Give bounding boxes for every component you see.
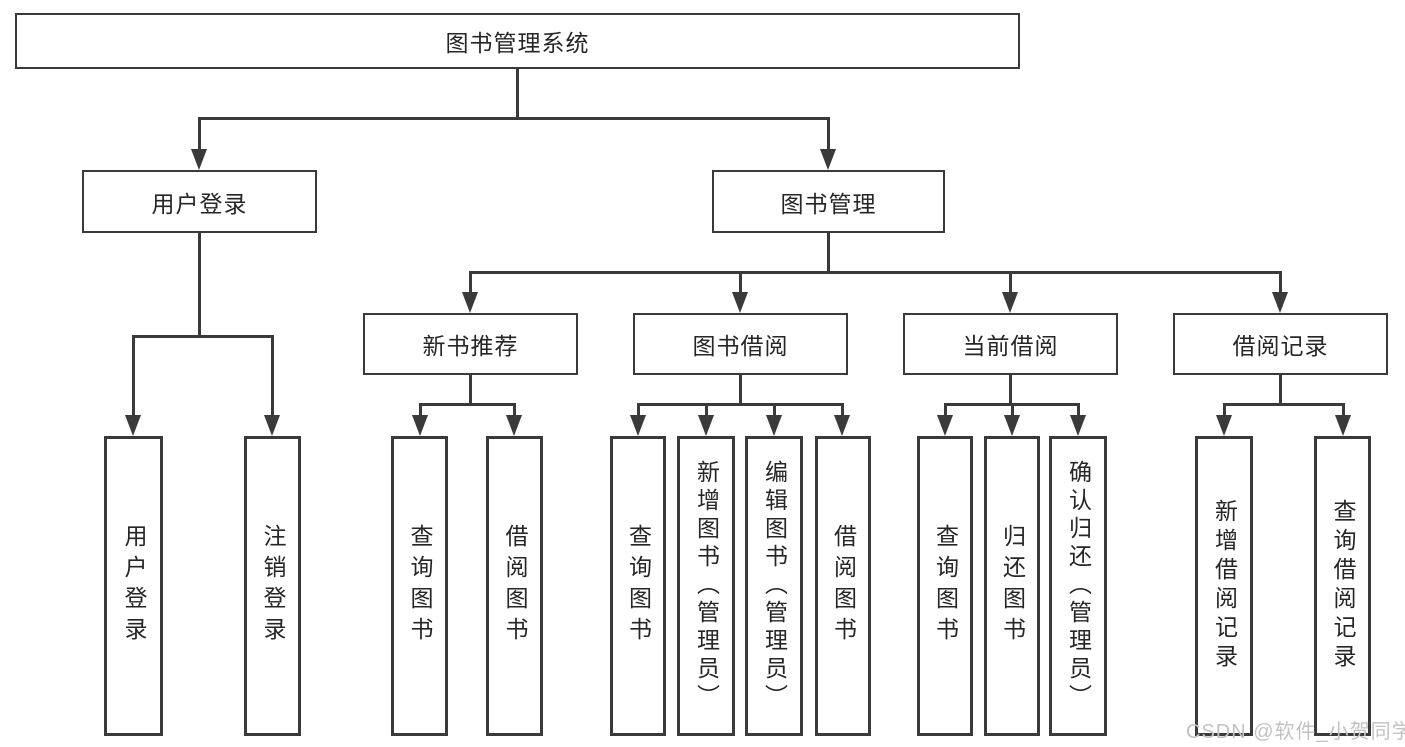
csdn-watermark-text: CSDN @软件_小贺同学: [1186, 721, 1405, 743]
arrow-down-icon: [1004, 415, 1020, 436]
connector-arrow-shaft-leaf-user-login: [132, 335, 135, 418]
connector-arrow-shaft-leaf: [1011, 403, 1014, 417]
node-current-borrow-label: 当前借阅: [962, 333, 1059, 359]
leaf-add-borrow-record-label: 新增借阅记录: [1211, 499, 1238, 673]
arrow-down-icon: [937, 415, 953, 436]
node-new-book-recommend: 新书推荐: [363, 313, 578, 375]
node-user-login-branch-label: 用户登录: [151, 190, 248, 217]
leaf-add-borrow-record: 新增借阅记录: [1195, 436, 1253, 736]
arrow-down-icon: [732, 292, 748, 313]
connector-arrow-shaft-leaf-logout: [271, 335, 274, 418]
leaf-query-books-recommend: 查询图书: [391, 436, 448, 736]
arrow-down-icon: [698, 415, 714, 436]
leaf-borrow-books-label: 借阅图书: [830, 524, 857, 648]
connector-arrow-shaft-leaf: [705, 403, 708, 417]
connector-user-login-rail: [132, 335, 274, 338]
connector-book-management-stem: [827, 233, 830, 273]
arrow-down-icon: [1070, 415, 1086, 436]
connector-arrow-shaft-book-management: [827, 117, 830, 151]
connector-arrow-shaft-book-borrow: [739, 271, 742, 295]
arrow-down-icon: [834, 415, 850, 436]
node-borrow-records-label: 借阅记录: [1232, 333, 1329, 359]
connector-arrow-shaft-leaf: [944, 403, 947, 417]
connector-book-borrow-stem: [739, 375, 742, 405]
leaf-return-books-label: 归还图书: [999, 524, 1026, 648]
leaf-confirm-return-admin: 确认归还（管理员）: [1049, 436, 1107, 736]
connector-borrow-records-stem: [1279, 375, 1282, 405]
leaf-user-login: 用户登录: [104, 436, 163, 736]
connector-borrow-records-rail: [1223, 403, 1345, 406]
node-book-management-branch-label: 图书管理: [780, 190, 877, 217]
leaf-confirm-return-admin-label: 确认归还（管理员）: [1065, 460, 1092, 712]
node-current-borrow: 当前借阅: [903, 313, 1118, 375]
arrow-down-icon: [264, 415, 280, 436]
connector-root-stem: [516, 69, 519, 120]
connector-root-rail: [198, 117, 830, 120]
connector-book-borrow-rail: [637, 403, 844, 406]
connector-user-login-stem: [198, 233, 201, 337]
leaf-borrow-books-recommend: 借阅图书: [486, 436, 543, 736]
connector-arrow-shaft-current-borrow: [1009, 271, 1012, 295]
arrow-down-icon: [630, 415, 646, 436]
connector-arrow-shaft-leaf: [513, 403, 516, 417]
node-book-management-branch: 图书管理: [712, 170, 945, 233]
leaf-query-books-current: 查询图书: [917, 436, 973, 736]
node-user-login-branch: 用户登录: [82, 170, 317, 233]
leaf-edit-books-admin-label: 编辑图书（管理员）: [761, 460, 788, 712]
leaf-add-books-admin-label: 新增图书（管理员）: [693, 460, 720, 712]
connector-arrow-shaft-leaf: [1077, 403, 1080, 417]
connector-arrow-shaft-leaf: [637, 403, 640, 417]
leaf-query-books-borrow-label: 查询图书: [625, 524, 652, 648]
node-book-borrow: 图书借阅: [633, 313, 848, 375]
connector-arrow-shaft-new-book-recommend: [469, 271, 472, 295]
leaf-query-borrow-record-label: 查询借阅记录: [1330, 499, 1356, 673]
leaf-return-books: 归还图书: [984, 436, 1040, 736]
leaf-borrow-books: 借阅图书: [815, 436, 871, 736]
connector-arrow-shaft-leaf: [841, 403, 844, 417]
arrow-down-icon: [1272, 292, 1288, 313]
leaf-query-books-recommend-label: 查询图书: [407, 524, 433, 648]
arrow-down-icon: [1216, 415, 1232, 436]
arrow-down-icon: [462, 292, 478, 313]
connector-arrow-shaft-leaf: [773, 403, 776, 417]
arrow-down-icon: [1002, 292, 1018, 313]
connector-arrow-shaft-borrow-records: [1279, 271, 1282, 295]
arrow-down-icon: [766, 415, 782, 436]
arrow-down-icon: [191, 149, 207, 170]
connector-arrow-shaft-leaf: [1342, 403, 1345, 417]
leaf-query-books-borrow: 查询图书: [610, 436, 666, 736]
node-book-borrow-label: 图书借阅: [692, 333, 789, 359]
leaf-add-books-admin: 新增图书（管理员）: [677, 436, 735, 736]
connector-arrow-shaft-user-login: [198, 117, 201, 151]
arrow-down-icon: [412, 415, 428, 436]
connector-arrow-shaft-leaf: [1223, 403, 1226, 417]
connector-book-management-rail: [469, 271, 1282, 274]
csdn-watermark: CSDN @软件_小贺同学: [1186, 715, 1405, 744]
leaf-logout: 注销登录: [244, 436, 301, 736]
leaf-user-login-label: 用户登录: [121, 524, 147, 648]
arrow-down-icon: [506, 415, 522, 436]
connector-arrow-shaft-leaf: [419, 403, 422, 417]
arrow-down-icon: [1335, 415, 1351, 436]
leaf-borrow-books-recommend-label: 借阅图书: [502, 524, 528, 648]
leaf-query-books-current-label: 查询图书: [932, 524, 959, 648]
node-new-book-recommend-label: 新书推荐: [422, 333, 519, 359]
node-borrow-records: 借阅记录: [1173, 313, 1388, 375]
connector-new-book-recommend-rail: [419, 403, 516, 406]
connector-current-borrow-stem: [1009, 375, 1012, 405]
arrow-down-icon: [820, 149, 836, 170]
node-root-label: 图书管理系统: [445, 30, 590, 56]
leaf-edit-books-admin: 编辑图书（管理员）: [745, 436, 803, 736]
leaf-logout-label: 注销登录: [260, 524, 286, 648]
arrow-down-icon: [125, 415, 141, 436]
leaf-query-borrow-record: 查询借阅记录: [1314, 436, 1371, 736]
node-root: 图书管理系统: [15, 13, 1020, 69]
connector-new-book-recommend-stem: [469, 375, 472, 405]
